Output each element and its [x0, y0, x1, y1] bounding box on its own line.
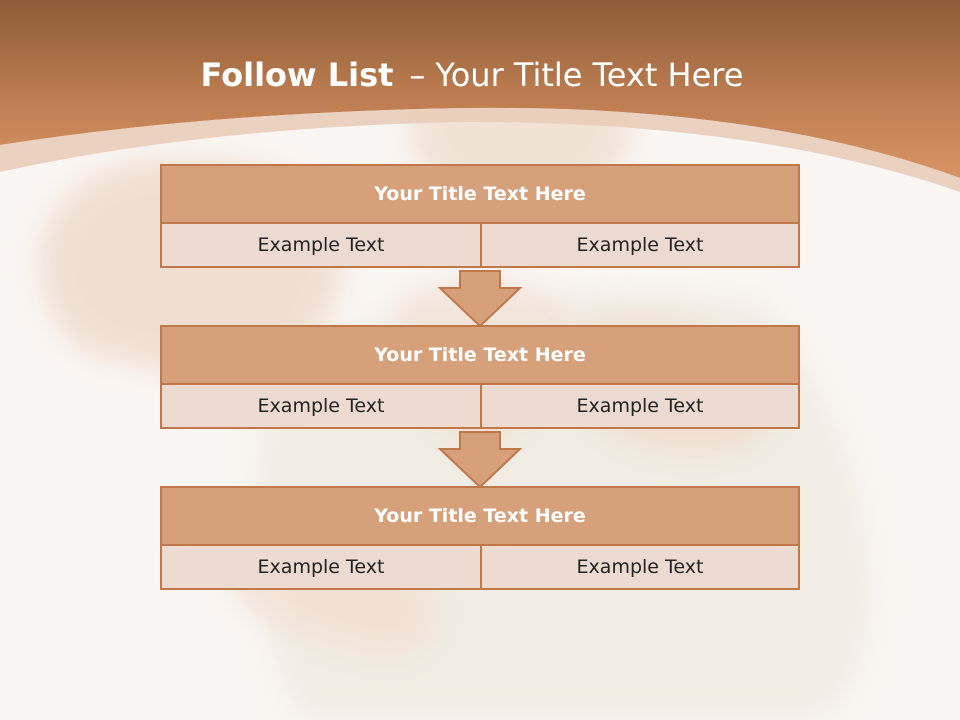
header-band	[0, 0, 960, 192]
step-title: Your Title Text Here	[162, 488, 798, 546]
step-box-1: Your Title Text Here Example Text Exampl…	[160, 164, 800, 268]
step-title: Your Title Text Here	[162, 166, 798, 224]
down-arrow-icon	[438, 431, 522, 489]
step-cell-right: Example Text	[576, 234, 704, 256]
slide-title: Follow List–Your Title Text Here	[0, 52, 944, 98]
step-box-2: Your Title Text Here Example Text Exampl…	[160, 325, 800, 429]
title-separator: –	[409, 56, 426, 94]
step-box-3: Your Title Text Here Example Text Exampl…	[160, 486, 800, 590]
step-cell-right: Example Text	[576, 395, 704, 417]
step-cell-left: Example Text	[162, 385, 482, 427]
title-rest: Your Title Text Here	[435, 56, 744, 94]
step-title: Your Title Text Here	[162, 327, 798, 385]
title-bold: Follow List	[200, 56, 394, 94]
down-arrow-icon	[438, 270, 522, 328]
step-cell-left: Example Text	[162, 224, 482, 266]
step-cell-right: Example Text	[576, 556, 704, 578]
step-cell-left: Example Text	[162, 546, 482, 588]
